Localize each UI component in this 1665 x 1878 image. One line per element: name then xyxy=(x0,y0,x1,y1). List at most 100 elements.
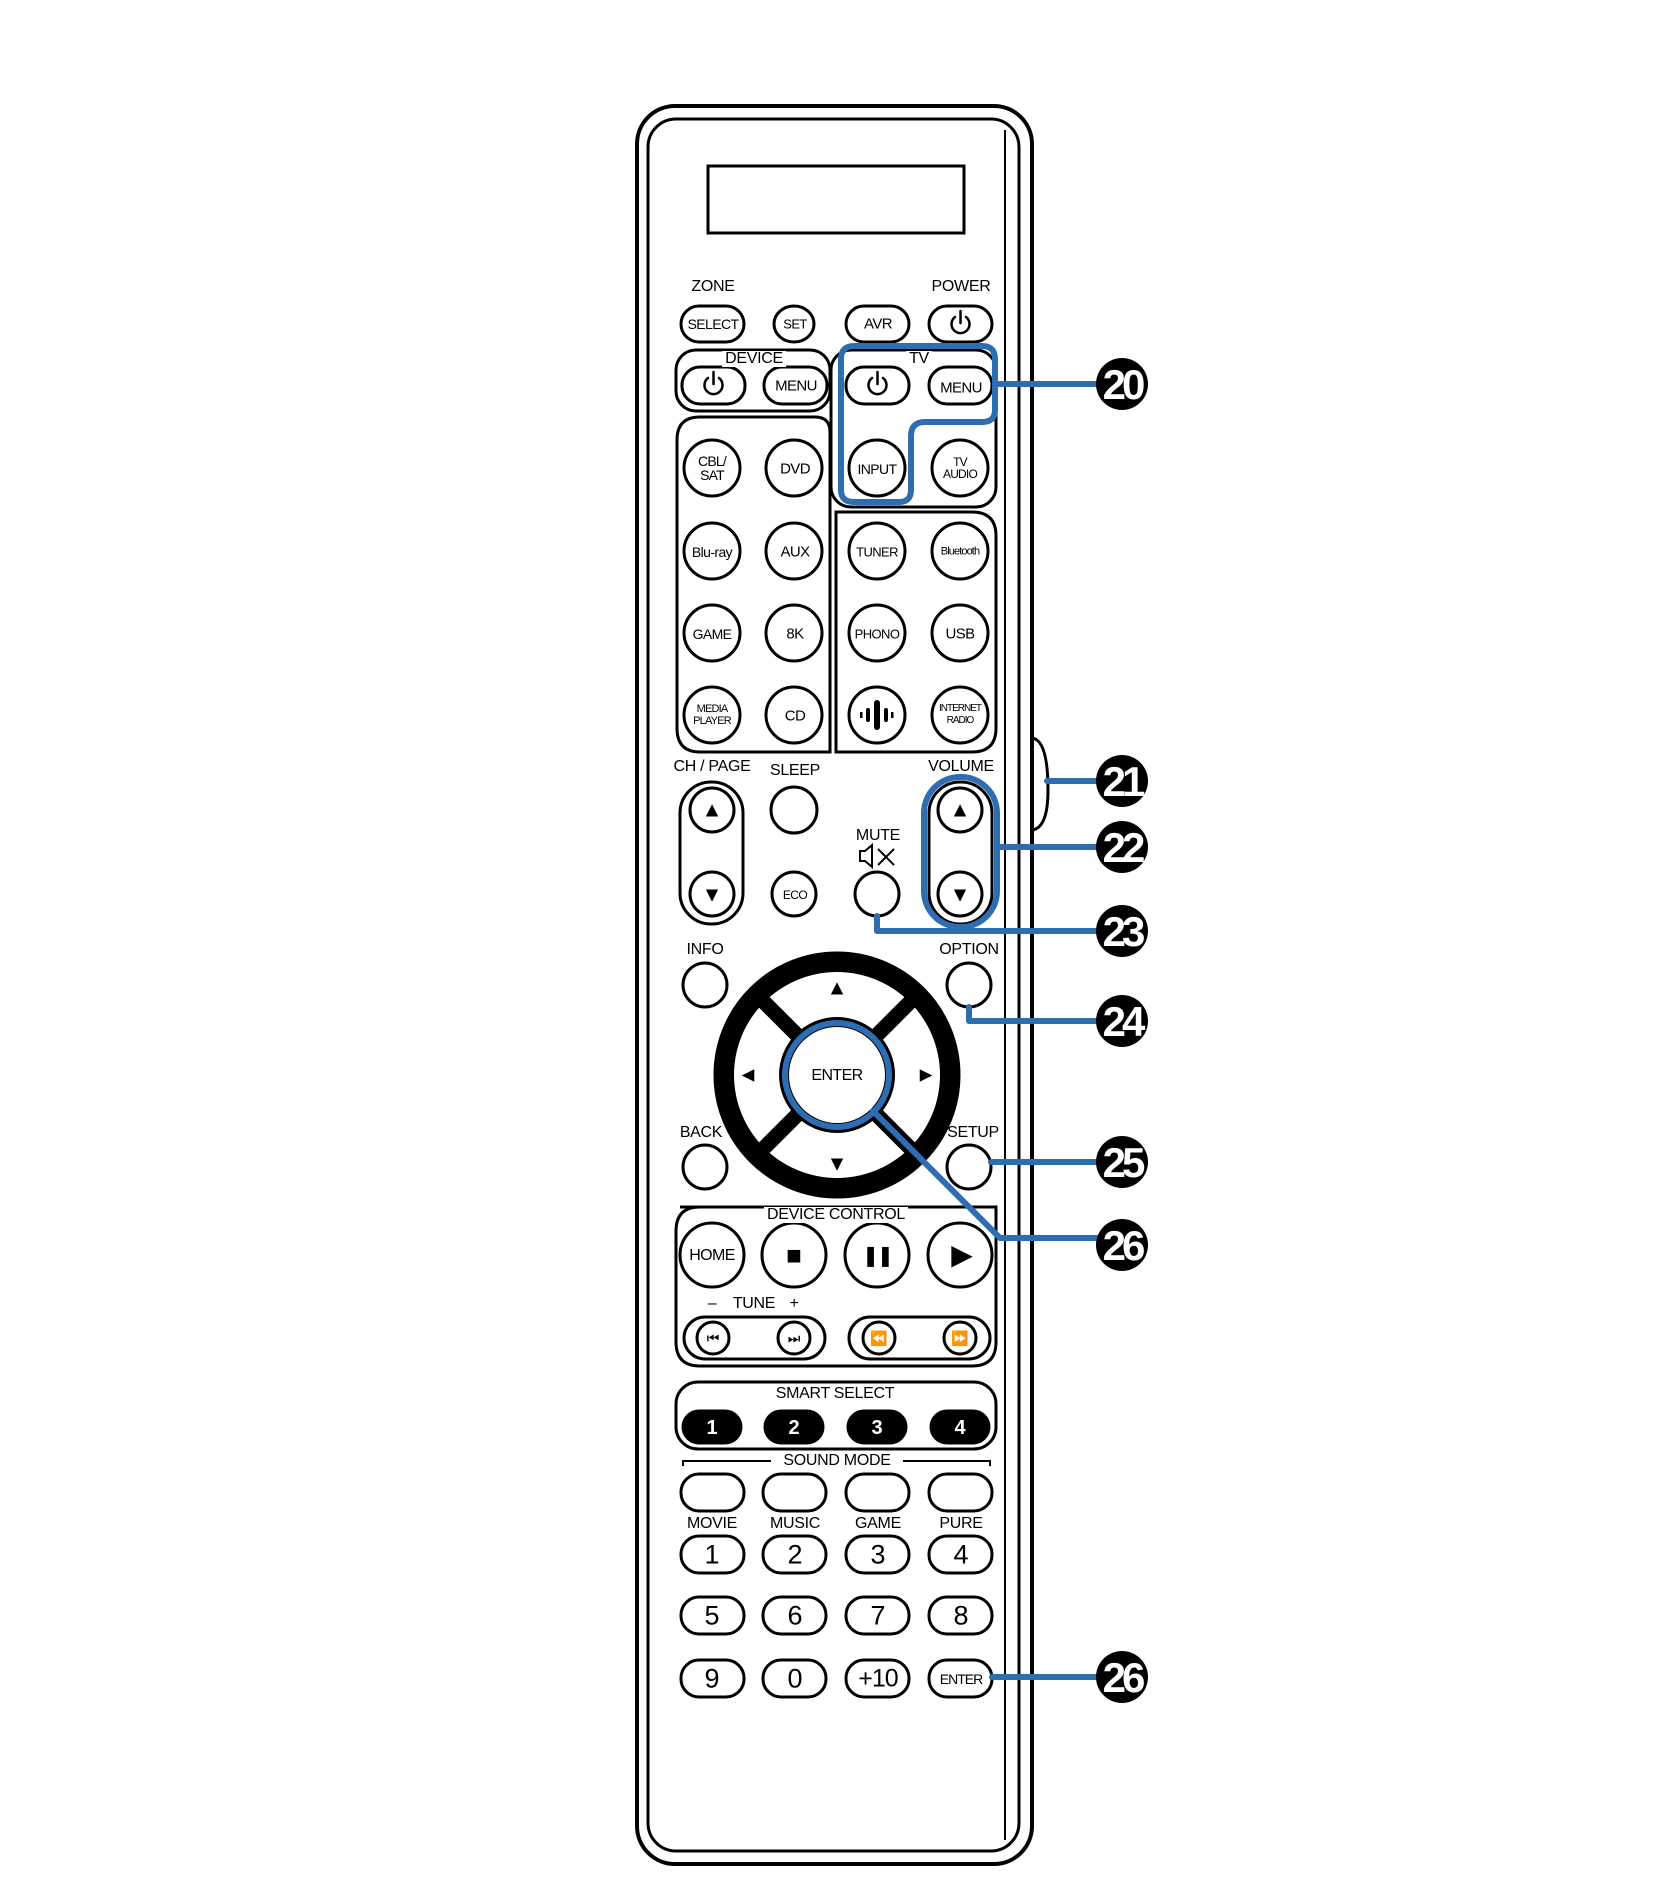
phono-button[interactable] xyxy=(847,603,907,663)
num-2-text: 2 xyxy=(787,1539,803,1570)
stop-button[interactable] xyxy=(760,1221,828,1289)
mute-button[interactable] xyxy=(853,870,901,918)
ch-page-label: CH / PAGE xyxy=(673,758,751,775)
input-button[interactable] xyxy=(847,438,907,498)
media-player-button[interactable] xyxy=(682,685,742,745)
callout-26a-leader xyxy=(870,1108,1101,1241)
smart-select-1-text: 1 xyxy=(706,1417,718,1439)
device-menu-text: MENU xyxy=(775,377,817,395)
ch-page-rocker[interactable] xyxy=(678,780,745,926)
num-2-button[interactable] xyxy=(761,1534,828,1575)
sound-pure-button[interactable] xyxy=(927,1472,994,1513)
num-plus10-button[interactable] xyxy=(844,1658,911,1699)
num-5-text: 5 xyxy=(704,1600,720,1631)
callout-25: 25 xyxy=(1102,1139,1146,1186)
dpad-down-icon[interactable]: ▼ xyxy=(826,1152,848,1176)
volume-up-icon: ▲ xyxy=(949,798,971,822)
num-5-button[interactable] xyxy=(679,1595,746,1636)
sound-music-label: MUSIC xyxy=(769,1515,821,1532)
heos-music-button[interactable] xyxy=(847,685,907,745)
smart-select-4-button[interactable] xyxy=(929,1409,991,1445)
game-button[interactable] xyxy=(682,603,742,663)
device-power-button[interactable] xyxy=(680,365,747,406)
avr-button[interactable] xyxy=(844,304,911,344)
smart-select-2-button[interactable] xyxy=(763,1409,825,1445)
callout-23-circle xyxy=(1096,905,1148,957)
device-control-group xyxy=(674,1205,998,1368)
eco-button[interactable] xyxy=(770,870,818,918)
callout-24: 24 xyxy=(1102,998,1146,1045)
num-6-button[interactable] xyxy=(761,1595,828,1636)
smart-select-2-text: 2 xyxy=(788,1417,800,1439)
num-3-button[interactable] xyxy=(844,1534,911,1575)
cd-button[interactable] xyxy=(764,685,824,745)
zone-select-button[interactable] xyxy=(679,304,746,344)
num-7-text: 7 xyxy=(870,1600,886,1631)
tv-power-button[interactable] xyxy=(844,365,911,406)
dpad-up-icon[interactable]: ▲ xyxy=(826,976,848,1000)
aux-button[interactable] xyxy=(764,521,824,581)
callout-26b-circle xyxy=(1096,1651,1148,1703)
callout-25-circle xyxy=(1096,1136,1148,1188)
callout-24-leader xyxy=(966,1004,1101,1024)
prev-icon: ⏮ xyxy=(706,1330,720,1346)
num-0-button[interactable] xyxy=(761,1658,828,1699)
cbl-sat-button[interactable] xyxy=(682,438,742,498)
cd-text: CD xyxy=(784,707,806,725)
cbl-sat-text: CBL/SAT xyxy=(698,453,727,483)
dpad-right-icon[interactable]: ► xyxy=(915,1063,937,1087)
sound-movie-button[interactable] xyxy=(679,1472,746,1513)
phono-text: PHONO xyxy=(854,626,900,642)
num-1-button[interactable] xyxy=(679,1534,746,1575)
sound-pure-label: PURE xyxy=(939,1515,983,1532)
enter-button[interactable] xyxy=(789,1027,885,1123)
num-9-button[interactable] xyxy=(679,1658,746,1699)
aux-text: AUX xyxy=(780,543,810,561)
bluray-button[interactable] xyxy=(682,521,742,581)
8k-text: 8K xyxy=(786,625,804,643)
home-button[interactable] xyxy=(678,1221,746,1289)
info-label: INFO xyxy=(686,941,724,958)
play-button[interactable] xyxy=(926,1221,994,1289)
back-button[interactable] xyxy=(681,1143,729,1191)
bluetooth-button[interactable] xyxy=(930,521,990,581)
bluray-text: Blu-ray xyxy=(691,544,733,560)
speaker-mute-icon xyxy=(859,842,895,870)
set-button[interactable] xyxy=(772,304,816,344)
usb-button[interactable] xyxy=(930,603,990,663)
ch-up-icon: ▲ xyxy=(701,798,723,822)
input-text: INPUT xyxy=(857,461,897,477)
power-icon xyxy=(867,370,888,396)
smart-select-1-button[interactable] xyxy=(681,1409,743,1445)
callout-22-circle xyxy=(1096,821,1148,873)
8k-button[interactable] xyxy=(764,603,824,663)
internet-radio-button[interactable] xyxy=(930,685,990,745)
sound-mode-label: SOUND MODE xyxy=(780,1453,894,1469)
dvd-button[interactable] xyxy=(764,438,824,498)
smart-select-3-button[interactable] xyxy=(846,1409,908,1445)
sound-music-button[interactable] xyxy=(761,1472,828,1513)
option-button[interactable] xyxy=(945,961,993,1009)
game-text: GAME xyxy=(692,626,732,642)
sound-game-button[interactable] xyxy=(844,1472,911,1513)
search-rocker[interactable] xyxy=(847,1315,992,1361)
setup-button[interactable] xyxy=(945,1143,993,1191)
power-button[interactable] xyxy=(927,304,994,344)
device-menu-button[interactable] xyxy=(762,365,829,406)
pause-button[interactable] xyxy=(843,1221,911,1289)
tune-rocker[interactable] xyxy=(682,1315,827,1361)
bluetooth-text: Bluetooth xyxy=(940,545,980,558)
num-7-button[interactable] xyxy=(844,1595,911,1636)
info-button[interactable] xyxy=(681,961,729,1009)
tv-audio-button[interactable] xyxy=(930,438,990,498)
callout-21: 21 xyxy=(1102,758,1146,805)
dpad-left-icon[interactable]: ◄ xyxy=(737,1063,759,1087)
sleep-button[interactable] xyxy=(769,785,819,835)
num-4-button[interactable] xyxy=(927,1534,994,1575)
tuner-button[interactable] xyxy=(847,521,907,581)
num-8-button[interactable] xyxy=(927,1595,994,1636)
fast-forward-icon: ⏩ xyxy=(951,1330,969,1346)
sound-game-label: GAME xyxy=(855,1515,901,1532)
